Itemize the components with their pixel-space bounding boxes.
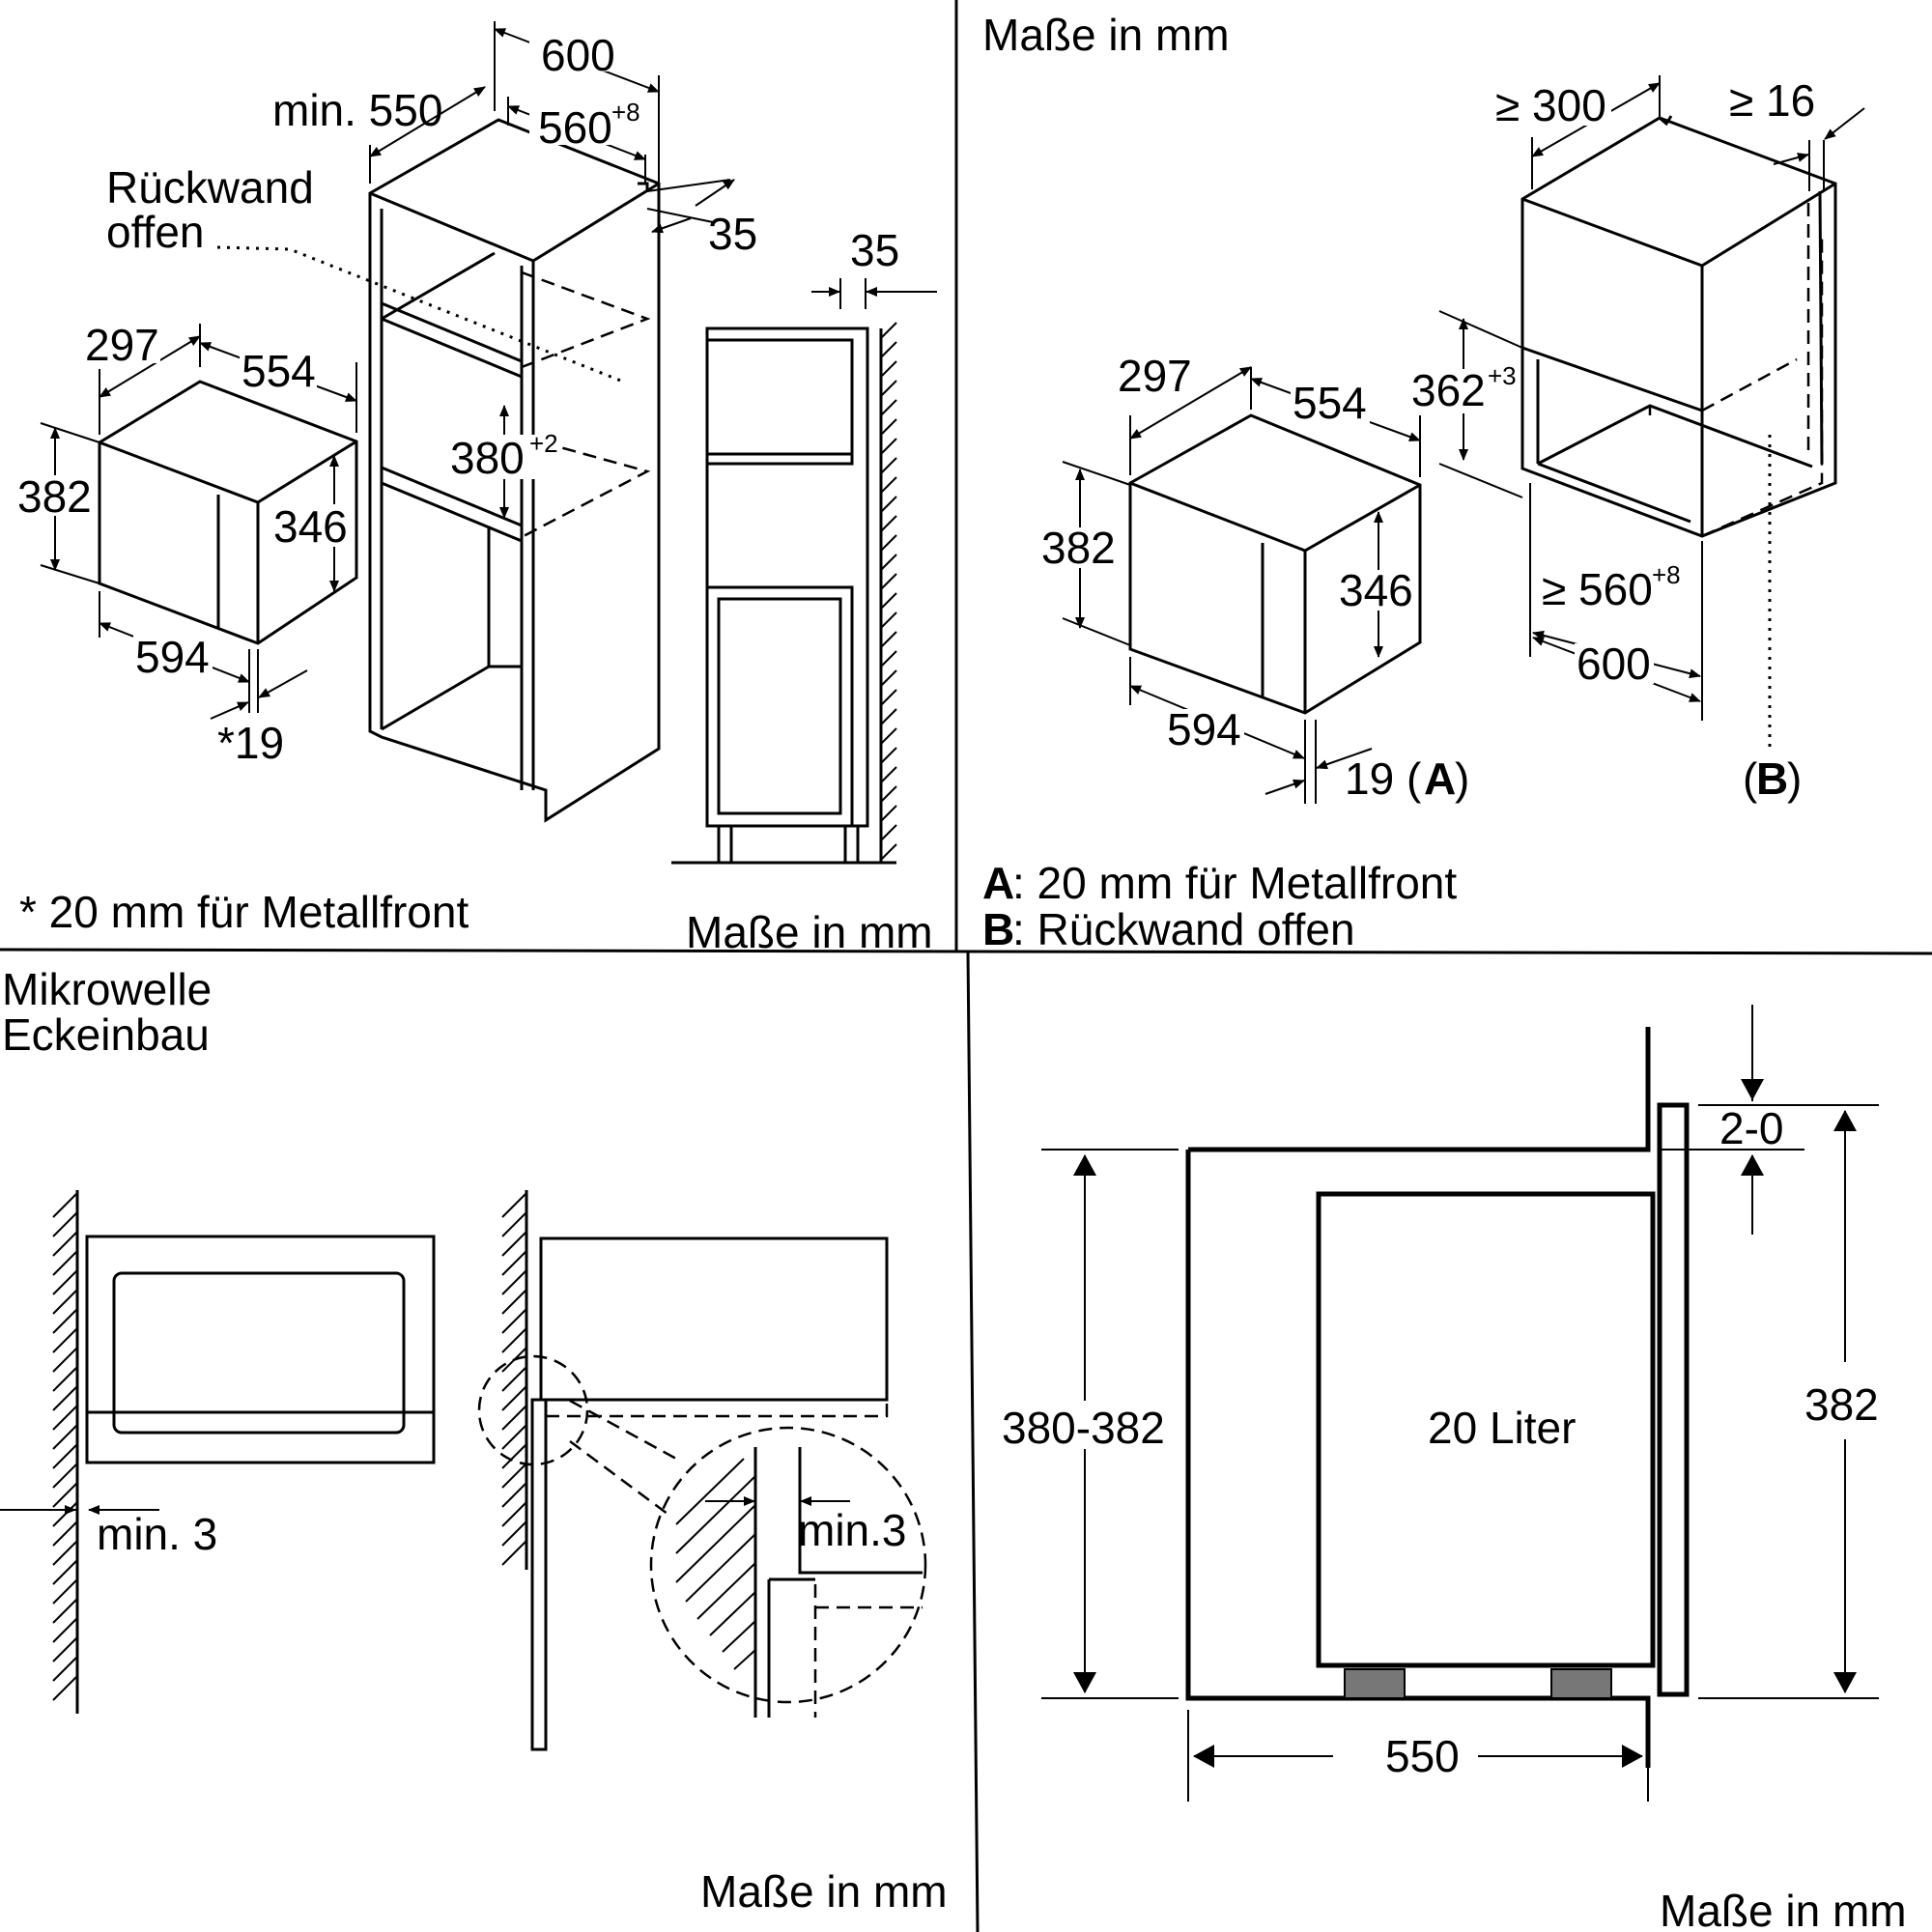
q3-side-view-drawing: [477, 1190, 927, 1751]
q2-units-note: Maße in mm: [982, 10, 1230, 60]
q2-legend-b-key: B: [982, 904, 1014, 954]
q3-dim-min-3-left: min. 3: [97, 1509, 217, 1559]
q1-dim-35-side: 35: [850, 225, 899, 275]
q2-microwave-drawing: [1128, 413, 1422, 715]
q2-dim-594: 594: [1167, 704, 1241, 754]
q2-dim-16: ≥ 16: [1729, 75, 1815, 126]
q2-wall-installation: Maße in mm: [982, 10, 1865, 954]
q2-marker-a: A: [1424, 753, 1456, 804]
q2-dim-382: 382: [1041, 523, 1116, 573]
q4-dim-550: 550: [1385, 1731, 1460, 1781]
q1-dim-554: 554: [242, 346, 316, 396]
q1-dim-297: 297: [85, 320, 159, 370]
q1-dim-min-550: min. 550: [272, 85, 442, 135]
q4-dim-382: 382: [1804, 1379, 1879, 1430]
q2-dim-600: 600: [1577, 639, 1651, 689]
q1-wall-hatch: [880, 322, 897, 861]
q2-dim-560: ≥ 560: [1542, 564, 1653, 614]
q1-units-note: Maße in mm: [686, 907, 933, 957]
q3-dim-min-3-detail: min.3: [798, 1505, 906, 1555]
q1-dim-560-tolerance: +8: [611, 98, 640, 127]
q1-dim-560: 560: [538, 102, 612, 153]
q4-cross-section: 2-0 380-382 20 Liter 382 550 Maße in mm: [1001, 1005, 1907, 1932]
q2-legend-a-text: : 20 mm für Metallfront: [1012, 858, 1457, 908]
q1-labels: 600 min. 550 560 +8 Rückwand offen 35 35…: [15, 30, 933, 957]
q2-marker-b-open: (: [1743, 753, 1758, 804]
q3-corner-installation: Mikrowelle Eckeinbau: [0, 964, 948, 1917]
q1-column-installation: 600 min. 550 560 +8 Rückwand offen 35 35…: [15, 21, 937, 957]
q2-dim-300: ≥ 300: [1495, 80, 1606, 130]
q2-marker-b-close: ): [1787, 753, 1802, 804]
q4-dimension-lines: [1041, 1005, 1879, 1802]
q3-front-view-drawing: [0, 1190, 436, 1714]
q2-legend-b-text: : Rückwand offen: [1012, 904, 1355, 954]
q1-rear-wall-open-label-1: Rückwand: [106, 162, 314, 213]
q2-dim-19: 19 (: [1345, 753, 1422, 804]
q2-marker-b: B: [1756, 753, 1788, 804]
q1-dim-19: *19: [217, 718, 284, 768]
q2-legend-a-key: A: [982, 858, 1014, 908]
q3-units-note: Maße in mm: [700, 1866, 948, 1917]
q2-marker-a-close: ): [1455, 753, 1469, 804]
q2-dim-346: 346: [1339, 565, 1413, 615]
q3-detail-hatch: [675, 1458, 756, 1670]
q4-volume-label: 20 Liter: [1428, 1403, 1576, 1453]
q1-side-view-drawing: [671, 322, 897, 865]
q4-dim-2-0: 2-0: [1719, 1103, 1783, 1153]
q2-dim-297: 297: [1118, 351, 1192, 401]
q2-upper-cabinet-drawing: [1520, 115, 1837, 538]
q3-labels: min. 3 min.3 Maße in mm: [97, 1505, 948, 1917]
q1-dim-380-tolerance: +2: [529, 429, 558, 458]
q1-dim-346: 346: [273, 501, 348, 552]
q4-dim-380-382: 380-382: [1002, 1403, 1165, 1453]
q1-dim-600: 600: [541, 30, 615, 80]
q1-dim-35-top: 35: [708, 209, 757, 259]
q3-title-line-1: Mikrowelle: [2, 964, 212, 1014]
q2-labels: ≥ 300 ≥ 16 297 554 362 +3 382 346 ≥ 560 …: [982, 75, 1815, 954]
q2-dim-362-tolerance: +3: [1488, 361, 1517, 390]
q1-dim-382: 382: [17, 471, 92, 522]
q2-dim-362: 362: [1411, 365, 1486, 415]
q2-dim-560-tolerance: +8: [1652, 560, 1681, 589]
q3-title-line-2: Eckeinbau: [2, 1009, 210, 1060]
q4-cabinet-section-drawing: [1185, 1027, 1690, 1768]
q1-footnote-metal-front: * 20 mm für Metallfront: [19, 887, 469, 937]
q4-units-note: Maße in mm: [1660, 1886, 1907, 1932]
q4-labels: 2-0 380-382 20 Liter 382 550 Maße in mm: [1001, 1103, 1907, 1932]
q1-dim-594: 594: [135, 632, 210, 682]
q1-rear-wall-open-label-2: offen: [106, 207, 204, 257]
q1-dim-380: 380: [450, 433, 525, 483]
q2-dim-554: 554: [1293, 378, 1367, 428]
